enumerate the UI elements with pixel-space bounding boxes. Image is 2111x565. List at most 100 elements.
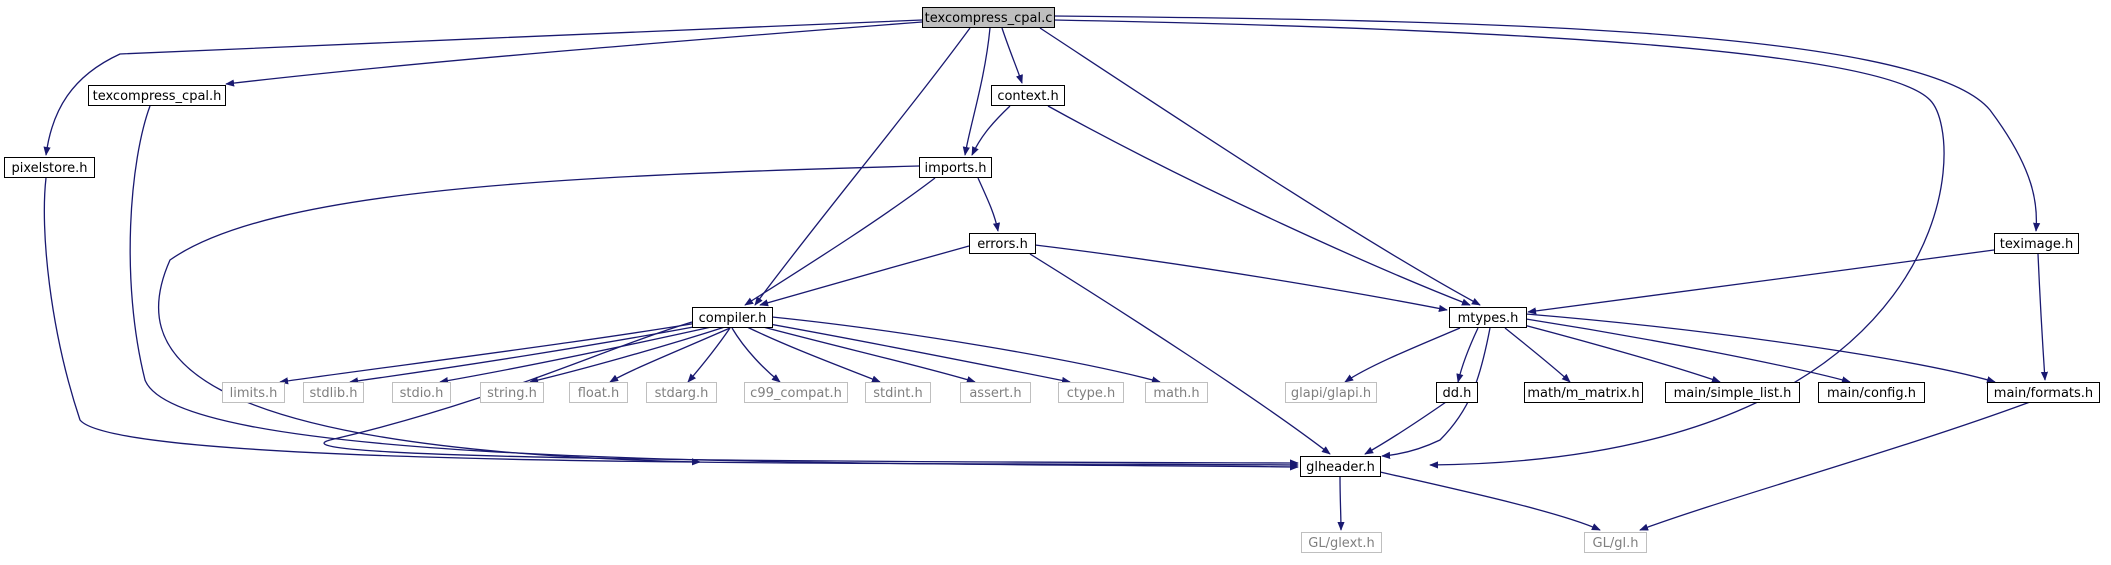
edge-compiler-to-string	[529, 325, 729, 384]
edge-errors-to-glheader	[1029, 253, 1331, 455]
node-label-m_matrix: math/m_matrix.h	[1527, 386, 1639, 401]
edge-dd-to-glheader	[1364, 401, 1447, 455]
node-stdio: stdio.h	[392, 382, 451, 403]
edge-root-to-mtypes	[1039, 27, 1481, 306]
edge-root-to-teximage	[1053, 15, 2041, 232]
node-ctype: ctype.h	[1058, 382, 1124, 403]
node-label-formats: main/formats.h	[1994, 386, 2093, 401]
edge-teximage-to-formats	[2037, 253, 2049, 381]
node-string: string.h	[480, 382, 544, 403]
node-label-c99compat: c99_compat.h	[750, 386, 842, 401]
edge-errors-to-compiler	[759, 245, 970, 307]
edge-mtypes-to-config	[1525, 318, 1851, 384]
node-label-simple_list: main/simple_list.h	[1674, 386, 1792, 401]
edge-tc_h-to-glheader	[129, 105, 1299, 471]
edge-imports-to-errors	[977, 177, 1001, 232]
node-label-root: texcompress_cpal.c	[925, 11, 1053, 26]
node-tc_h[interactable]: texcompress_cpal.h	[88, 85, 226, 106]
node-dd[interactable]: dd.h	[1436, 382, 1478, 403]
node-glapi: glapi/glapi.h	[1285, 382, 1377, 403]
node-context[interactable]: context.h	[991, 85, 1065, 106]
node-box-glapi	[1285, 382, 1377, 403]
node-label-teximage: teximage.h	[2000, 237, 2073, 252]
node-box-compiler	[692, 307, 773, 328]
node-stdint: stdint.h	[865, 382, 931, 403]
node-errors[interactable]: errors.h	[969, 233, 1036, 254]
node-label-ctype: ctype.h	[1067, 386, 1116, 401]
edge-mtypes-to-glapi	[1344, 327, 1461, 383]
node-box-context	[991, 85, 1065, 106]
node-label-context: context.h	[997, 89, 1058, 104]
node-c99compat: c99_compat.h	[744, 382, 848, 403]
node-label-math: math.h	[1153, 386, 1199, 401]
node-box-imports	[919, 157, 992, 178]
node-box-mtypes	[1449, 307, 1527, 328]
node-label-errors: errors.h	[977, 237, 1028, 252]
node-glext: GL/glext.h	[1301, 532, 1382, 553]
node-box-teximage	[1994, 233, 2079, 254]
node-mtypes[interactable]: mtypes.h	[1449, 307, 1527, 328]
node-label-assert: assert.h	[969, 386, 1021, 401]
edge-compiler-to-stdint	[744, 325, 881, 383]
edge-compiler-to-math	[771, 316, 1161, 384]
node-box-formats	[1987, 382, 2100, 403]
node-label-gl: GL/gl.h	[1593, 536, 1639, 551]
edge-errors-to-mtypes	[1034, 244, 1448, 312]
node-label-config: main/config.h	[1827, 386, 1916, 401]
edge-mtypes-to-m_matrix	[1504, 327, 1571, 383]
node-box-m_matrix	[1524, 382, 1643, 403]
node-box-assert	[960, 382, 1031, 403]
node-m_matrix[interactable]: math/m_matrix.h	[1524, 382, 1643, 403]
node-box-tc_h	[88, 85, 226, 106]
edge-imports-to-glheader	[157, 165, 920, 466]
node-stdlib: stdlib.h	[303, 382, 364, 403]
edge-root-to-context	[1001, 27, 1023, 84]
node-math: math.h	[1145, 382, 1208, 403]
node-label-stdarg: stdarg.h	[655, 386, 709, 401]
node-box-config	[1818, 382, 1925, 403]
node-label-imports: imports.h	[924, 161, 986, 176]
node-compiler[interactable]: compiler.h	[692, 307, 773, 328]
edge-formats-to-gl	[1639, 401, 2031, 531]
edge-root-to-tc_h	[225, 21, 923, 87]
node-label-limits: limits.h	[230, 386, 278, 401]
edge-root-to-imports	[962, 27, 991, 156]
node-label-float: float.h	[578, 386, 620, 401]
node-float: float.h	[569, 382, 628, 403]
node-box-simple_list	[1665, 382, 1800, 403]
node-box-errors	[969, 233, 1036, 254]
edge-compiler-to-stdlib	[349, 321, 721, 385]
node-gl: GL/gl.h	[1584, 532, 1647, 553]
node-box-gl	[1584, 532, 1647, 553]
node-glheader[interactable]: glheader.h	[1300, 456, 1381, 477]
node-box-stdio	[392, 382, 451, 403]
node-label-stdlib: stdlib.h	[310, 386, 358, 401]
node-pixelstore[interactable]: pixelstore.h	[4, 157, 95, 178]
nodes-layer: texcompress_cpal.c texcompress_cpal.hpixe…	[4, 7, 2100, 553]
node-box-dd	[1436, 382, 1478, 403]
edge-compiler-to-float	[609, 327, 731, 383]
edge-compiler-to-stdio	[439, 323, 726, 385]
edge-glheader-to-gl	[1379, 471, 1601, 531]
node-box-glext	[1301, 532, 1382, 553]
node-limits: limits.h	[222, 382, 285, 403]
node-label-dd: dd.h	[1443, 386, 1472, 401]
node-label-pixelstore: pixelstore.h	[11, 161, 87, 176]
node-label-mtypes: mtypes.h	[1458, 311, 1519, 326]
node-box-limits	[222, 382, 285, 403]
node-root[interactable]: texcompress_cpal.c	[922, 7, 1055, 28]
node-config[interactable]: main/config.h	[1818, 382, 1925, 403]
node-label-compiler: compiler.h	[699, 311, 767, 326]
edge-mtypes-to-glheader	[1381, 327, 1491, 459]
edge-root-to-compiler	[754, 27, 971, 306]
node-label-glheader: glheader.h	[1306, 460, 1375, 475]
edge-mtypes-to-simple_list	[1519, 323, 1721, 383]
edge-context-to-mtypes	[1047, 105, 1471, 306]
node-simple_list[interactable]: main/simple_list.h	[1665, 382, 1800, 403]
node-imports[interactable]: imports.h	[919, 157, 992, 178]
edge-teximage-to-mtypes	[1527, 249, 1995, 315]
node-teximage[interactable]: teximage.h	[1994, 233, 2079, 254]
node-formats[interactable]: main/formats.h	[1987, 382, 2100, 403]
